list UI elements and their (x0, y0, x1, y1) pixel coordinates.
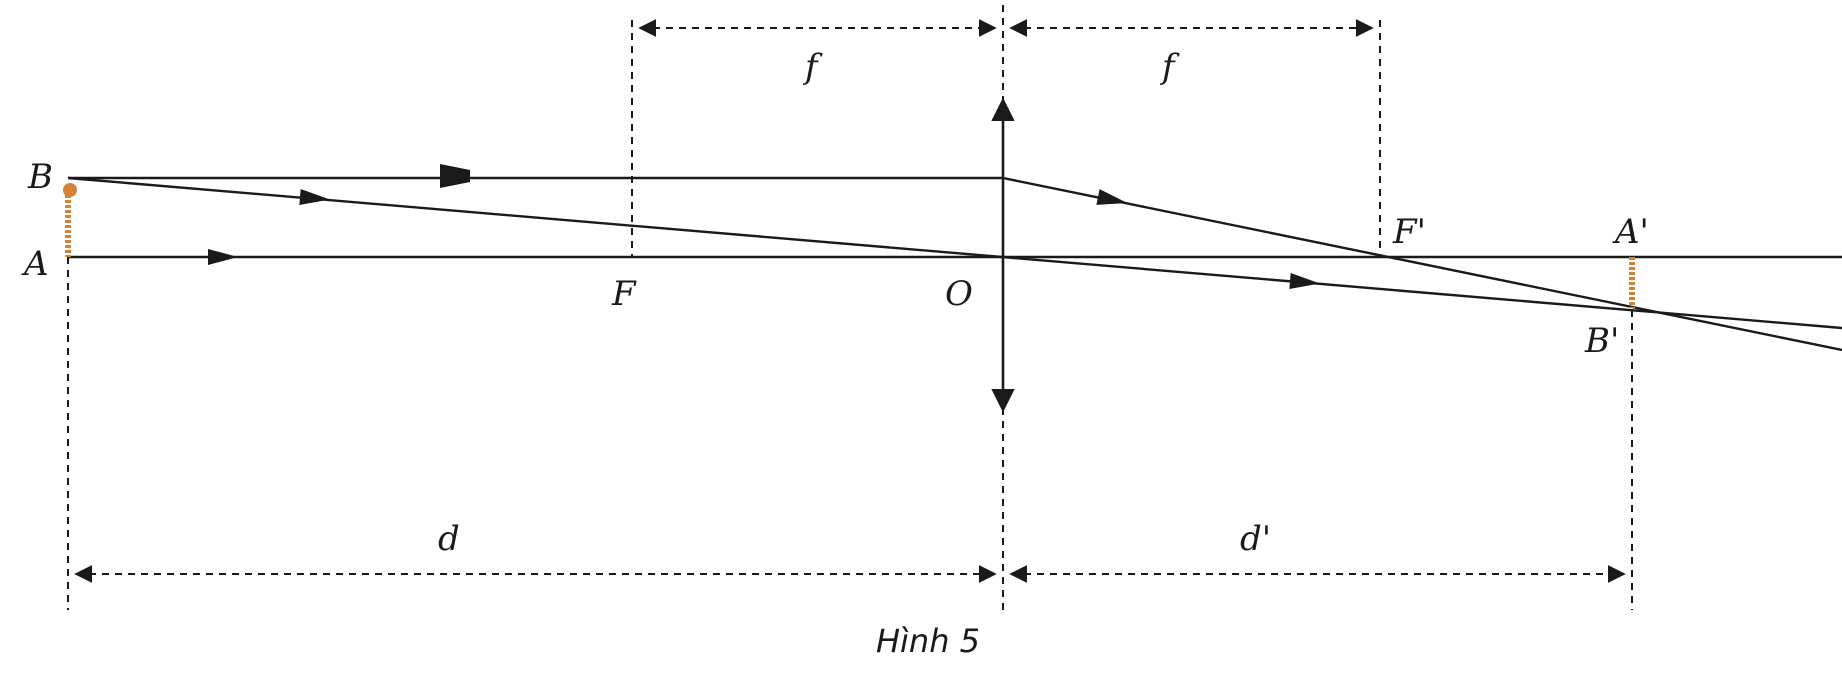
label-A-prime: A' (1612, 212, 1649, 252)
label-f-left: f (802, 47, 823, 87)
label-f-right: f (1159, 47, 1180, 87)
label-d-prime: d' (1240, 519, 1271, 559)
ray-direction-arrow (208, 249, 238, 265)
figure-caption: Hình 5 (876, 622, 980, 660)
ray-direction-arrow (1096, 189, 1128, 205)
ray-through-center (67, 176, 1842, 330)
label-B: B (27, 157, 53, 197)
label-B-prime: B' (1584, 321, 1619, 361)
label-O: O (945, 274, 973, 314)
ray-parallel-refracted (1002, 176, 1842, 352)
label-A: A (21, 244, 49, 284)
label-F-prime: F' (1392, 212, 1426, 252)
label-F: F (611, 274, 637, 314)
object-tip-B (63, 183, 77, 197)
ray-direction-arrow (1289, 273, 1320, 289)
ray-direction-arrow (440, 164, 470, 188)
ray-direction-arrow (299, 189, 330, 205)
label-d: d (438, 519, 460, 559)
